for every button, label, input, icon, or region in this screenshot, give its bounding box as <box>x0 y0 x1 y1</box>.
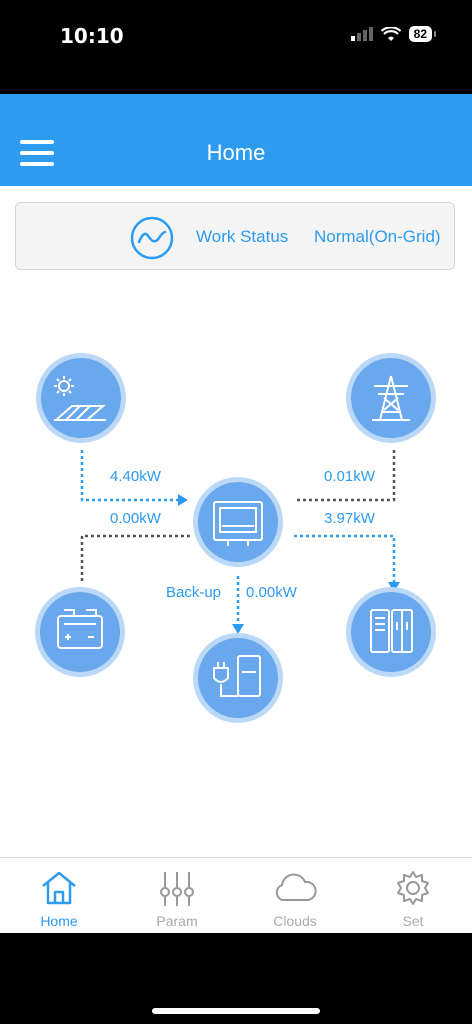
app-screen: Home Work Status Normal(On-Grid) <box>0 94 472 933</box>
backup-power-label: 0.00kW <box>246 584 297 601</box>
battery-power-label: 0.00kW <box>110 510 161 527</box>
status-icons: 82 <box>350 26 437 42</box>
backup-node[interactable] <box>193 633 283 723</box>
work-status-value: Normal(On-Grid) <box>314 227 441 246</box>
home-icon <box>42 871 76 905</box>
tab-param-label: Param <box>156 913 198 929</box>
work-status-card: Work Status Normal(On-Grid) <box>15 202 455 270</box>
appliances-icon <box>370 609 413 653</box>
backup-label: Back-up <box>166 584 222 601</box>
nav-bar: Home <box>0 94 472 186</box>
tab-home[interactable]: Home <box>0 858 118 933</box>
tab-set-label: Set <box>402 913 424 929</box>
tab-set[interactable]: Set <box>354 858 472 933</box>
status-time: 10:10 <box>60 24 124 48</box>
tab-home-label: Home <box>40 913 78 929</box>
tab-clouds-label: Clouds <box>273 913 317 929</box>
battery-icon <box>57 609 103 649</box>
load-node[interactable] <box>346 587 436 677</box>
inverter-icon <box>213 501 263 546</box>
load-flow-line <box>294 534 396 584</box>
signal-icon <box>350 27 373 41</box>
work-status-label: Work Status <box>196 227 289 246</box>
solar-panel-icon <box>53 376 106 421</box>
pv-arrow-icon <box>178 494 188 506</box>
solar-panel-node[interactable] <box>36 353 126 443</box>
grid-flow-line <box>294 450 396 502</box>
wifi-icon <box>380 26 401 41</box>
page-title: Home <box>206 140 266 165</box>
tab-bar: Home Param Clouds Set <box>0 857 472 933</box>
status-bar: 10:10 82 <box>0 0 472 94</box>
tab-param[interactable]: Param <box>118 858 236 933</box>
inverter-node[interactable] <box>193 477 283 567</box>
tab-clouds[interactable]: Clouds <box>236 858 354 933</box>
backup-arrow-icon <box>232 624 244 634</box>
plug-icon <box>213 655 261 697</box>
sliders-icon <box>160 872 194 906</box>
gear-icon <box>397 871 429 905</box>
battery-node[interactable] <box>35 587 125 677</box>
pv-flow-line <box>80 450 180 502</box>
pv-power-label: 4.40kW <box>110 468 161 485</box>
battery-flow-line <box>80 534 190 584</box>
transmission-tower-icon <box>372 375 410 421</box>
energy-flow-diagram <box>35 353 436 723</box>
cloud-icon <box>275 873 317 901</box>
menu-icon[interactable] <box>20 140 54 166</box>
load-arrow-icon <box>388 582 400 592</box>
grid-power-label: 0.01kW <box>324 468 375 485</box>
load-power-label: 3.97kW <box>324 510 375 527</box>
waveform-icon <box>130 216 174 260</box>
grid-node[interactable] <box>346 353 436 443</box>
home-indicator[interactable] <box>152 1008 320 1014</box>
battery-indicator: 82 <box>408 26 437 42</box>
